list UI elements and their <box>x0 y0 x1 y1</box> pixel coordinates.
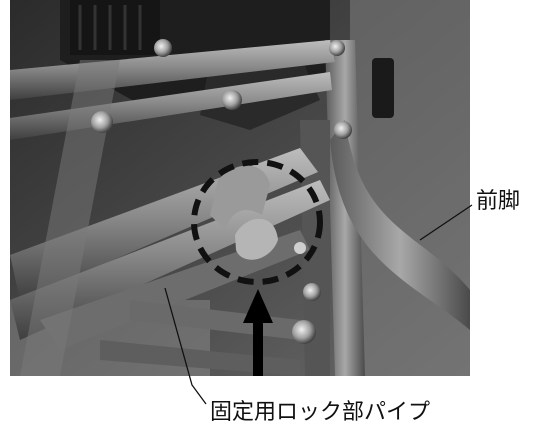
photo-area <box>10 0 470 376</box>
lock-pipe-leader-line <box>164 287 207 405</box>
up-arrow-icon <box>243 289 273 376</box>
lock-pipe-label: 固定用ロック部パイプ <box>210 400 431 425</box>
front-leg-leader-line <box>419 204 473 241</box>
lock-highlight-circle <box>191 159 323 285</box>
front-leg-label: 前脚 <box>476 189 521 214</box>
